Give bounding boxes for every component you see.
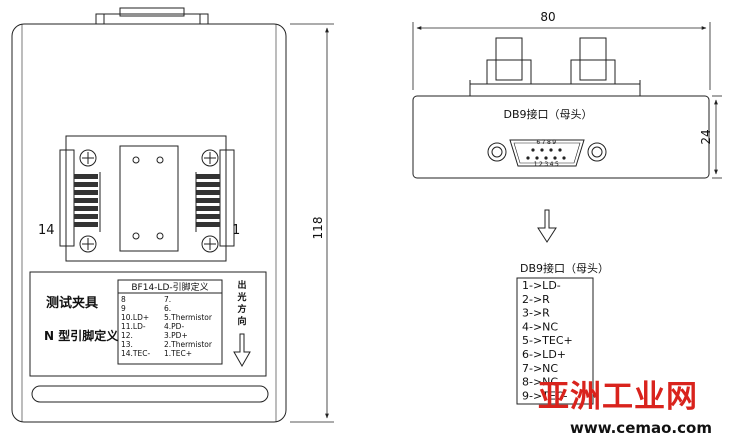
down-arrow [537,209,557,243]
pin-table-col-right: 7.6.5.Thermistor4.PD-3.PD+2.Thermistor1.… [164,295,213,358]
pin-list-item: 9->TEC- [522,389,568,402]
socket-pin [196,214,220,219]
db9-pin-dot [535,156,539,160]
socket-pin [74,182,98,187]
pin-list-item: 7->NC [522,362,558,375]
db9-pin-dot [531,148,535,152]
direction-char: 向 [237,315,246,327]
socket-pin [196,182,220,187]
pin-list-item: 4->NC [522,320,558,333]
pin-table-entry: 10.LD+ [121,313,149,322]
pin-list-item: 6->LD+ [522,348,566,361]
panel-title-2: N 型引脚定义 [44,328,119,343]
dim-118-label: 118 [311,217,325,240]
pins-top-label: 6789 [536,139,557,146]
pin-table-box [117,279,223,365]
pin-table-title: BF14-LD-引脚定义 [131,281,208,293]
pin-label-14: 14 [38,223,55,238]
left-view [11,7,334,423]
db9-pin-dot [540,148,544,152]
socket-pin [74,174,98,179]
db9-pin-dot [562,156,566,160]
dim-118 [290,23,334,423]
fixture-body [11,23,287,423]
db9-pin-dot [544,156,548,160]
watermark-url: www.cemao.com [570,419,712,437]
socket-pin [196,198,220,203]
pin-table-entry: 11.LD- [121,322,146,331]
dim-24 [712,95,722,179]
socket-clamp [59,135,235,262]
light-direction-arrow [233,333,251,368]
socket-pin [196,206,220,211]
socket-pin [74,198,98,203]
db9-pin-dot [558,148,562,152]
pin-table-entry: 8 [121,295,126,304]
pin-table-entry: 9 [121,304,126,313]
connector-posts [469,37,641,96]
pin-table-entry: 7. [164,295,171,304]
connector-label: DB9接口（母头） [503,108,592,121]
pin-table-entry: 13. [121,340,133,349]
panel-title-1: 测试夹具 [46,295,98,311]
pin-table-entry: 2.Thermistor [164,340,213,349]
front-body [412,95,710,179]
dim-24-label: 24 [699,129,713,144]
socket-pin [196,174,220,179]
right-view [412,22,722,405]
pin-list-box [516,277,594,405]
db9-connector [487,139,607,167]
pin-list-item: 3->R [522,307,550,320]
pin-table-entry: 3.PD+ [164,331,188,340]
pin-list-title: DB9接口（母头） [520,262,609,275]
pin-list-item: 8->NC [522,376,558,389]
pin-table-entry: 6. [164,304,171,313]
pin-table-entry: 1.TEC+ [164,349,192,358]
pin-table-entry: 14.TEC- [121,349,150,358]
direction-char: 光 [236,291,246,303]
pin-label-1: 1 [232,223,240,238]
watermark-brand: 亚洲工业网 [538,379,698,415]
db9-pin-dot [526,156,530,160]
socket-pin [74,222,98,227]
dim-80 [412,22,711,90]
pins-bottom-label: 12345 [534,161,561,168]
db9-pin-dot [549,148,553,152]
pin-list: 1->LD-2->R3->R4->NC5->TEC+6->LD+7->NC8->… [522,279,573,402]
socket-pin [196,190,220,195]
socket-pin [74,214,98,219]
pin-table-entry: 4.PD- [164,322,184,331]
direction-char: 方 [237,303,246,315]
info-panel [29,271,267,377]
pin-table-entry: 5.Thermistor [164,313,213,322]
pin-list-item: 5->TEC+ [522,334,573,347]
dim-80-label: 80 [540,10,555,24]
db9-pin-dot [553,156,557,160]
pin-list-item: 1->LD- [522,279,561,292]
direction-char: 出 [237,279,246,291]
pin-list-item: 2->R [522,293,550,306]
pin-table-entry: 12. [121,331,133,340]
socket-pin [196,222,220,227]
bottom-slot [31,385,269,403]
socket-pin [74,206,98,211]
socket-pin [74,190,98,195]
